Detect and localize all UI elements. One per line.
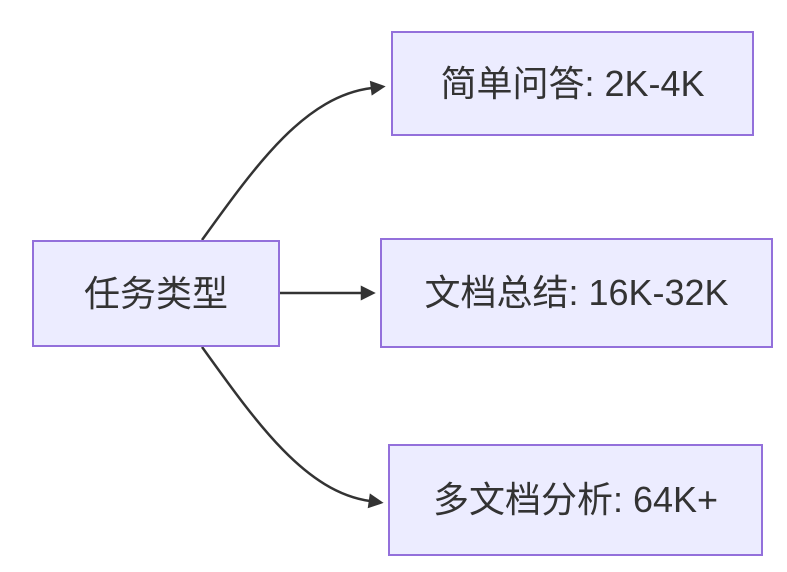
node-task-type-label: 任务类型 (83, 272, 228, 314)
node-simple-qa-label: 简单问答: 2K-4K (440, 62, 705, 104)
node-doc-summary: 文档总结: 16K-32K (380, 238, 773, 348)
edge-root-to-simple-qa (200, 80, 386, 241)
node-multi-doc-analysis: 多文档分析: 64K+ (388, 444, 763, 556)
node-multi-doc-analysis-label: 多文档分析: 64K+ (432, 479, 719, 520)
node-simple-qa: 简单问答: 2K-4K (391, 31, 754, 136)
node-doc-summary-label: 文档总结: 16K-32K (424, 272, 729, 313)
edge-root-to-multi-doc (200, 346, 384, 509)
node-task-type: 任务类型 (32, 240, 280, 347)
